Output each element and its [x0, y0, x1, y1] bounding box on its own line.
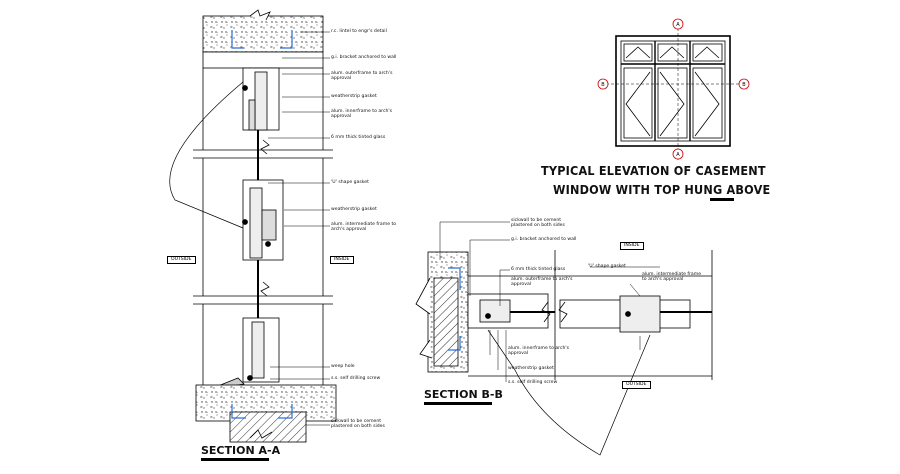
label-weatherstrip-2: weatherstrip gasket: [331, 207, 377, 212]
inside-label-aa: INSIDE: [330, 256, 354, 264]
label-gi-bracket: g.i. bracket anchored to wall: [331, 55, 397, 60]
inside-label-bb: INSIDE: [620, 242, 644, 250]
label-intermediate-frame: alum. intermediate frame to arch's appro…: [331, 222, 397, 232]
section-bb-title: SECTION B-B: [424, 388, 503, 401]
outside-label-bb: OUTSIDE: [622, 381, 651, 389]
label-bb-tinted-glass: 6 mm thick tinted glass: [511, 267, 566, 272]
label-screw: s.s. self drilling screw: [331, 376, 381, 381]
section-marker-bottom: A: [672, 148, 684, 160]
section-bb-underline: [424, 402, 492, 405]
section-marker-right: B: [738, 78, 750, 90]
section-aa-title: SECTION A-A: [201, 444, 281, 457]
label-tinted-glass: 6 mm thick tinted glass: [331, 135, 386, 140]
label-bb-u-gasket: 'U' shape gasket: [588, 264, 626, 269]
label-u-gasket: 'U' shape gasket: [331, 180, 369, 185]
label-weatherstrip-1: weatherstrip gasket: [331, 94, 377, 99]
label-bb-gi-bracket: g.i. bracket anchored to wall: [511, 237, 577, 242]
outside-label-aa: OUTSIDE: [167, 256, 196, 264]
label-bb-screw: s.s. self drilling screw: [508, 380, 558, 385]
elevation-drawing: [606, 28, 742, 160]
label-bb-weatherstrip: weatherstrip gasket: [508, 366, 554, 371]
svg-text:B: B: [601, 82, 605, 88]
elevation-title-line1: TYPICAL ELEVATION OF CASEMENT: [541, 163, 766, 178]
svg-text:A: A: [676, 152, 680, 158]
elevation-title-underline: [710, 198, 734, 201]
label-bb-innerframe: alum. innerframe to arch's approval: [508, 346, 570, 356]
section-aa-drawing: [169, 9, 337, 443]
section-aa-underline: [201, 458, 269, 461]
elevation-title-line2: WINDOW WITH TOP HUNG ABOVE: [553, 182, 771, 197]
svg-text:B: B: [742, 82, 746, 88]
label-bb-intermediate-frame: alum. intermediate frame to arch's appro…: [642, 272, 702, 282]
section-bb-drawing: [415, 221, 713, 456]
label-bb-outerframe: alum. outerframe to arch's approval: [511, 277, 573, 287]
section-marker-left: B: [597, 78, 609, 90]
label-bb-brickwall: sickwall to be cement plastered on both …: [511, 218, 565, 228]
label-outerframe: alum. outerframe to arch's approval: [331, 71, 393, 81]
label-brickwall: sickwall to be cement plastered on both …: [331, 419, 385, 429]
label-weep-hole: weep hole: [331, 364, 355, 369]
svg-text:A: A: [676, 22, 680, 28]
label-innerframe: alum. innerframe to arch's approval: [331, 109, 393, 119]
section-marker-top: A: [672, 18, 684, 30]
label-rc-lintel: r.c. lintel to engr's detail: [331, 29, 387, 34]
